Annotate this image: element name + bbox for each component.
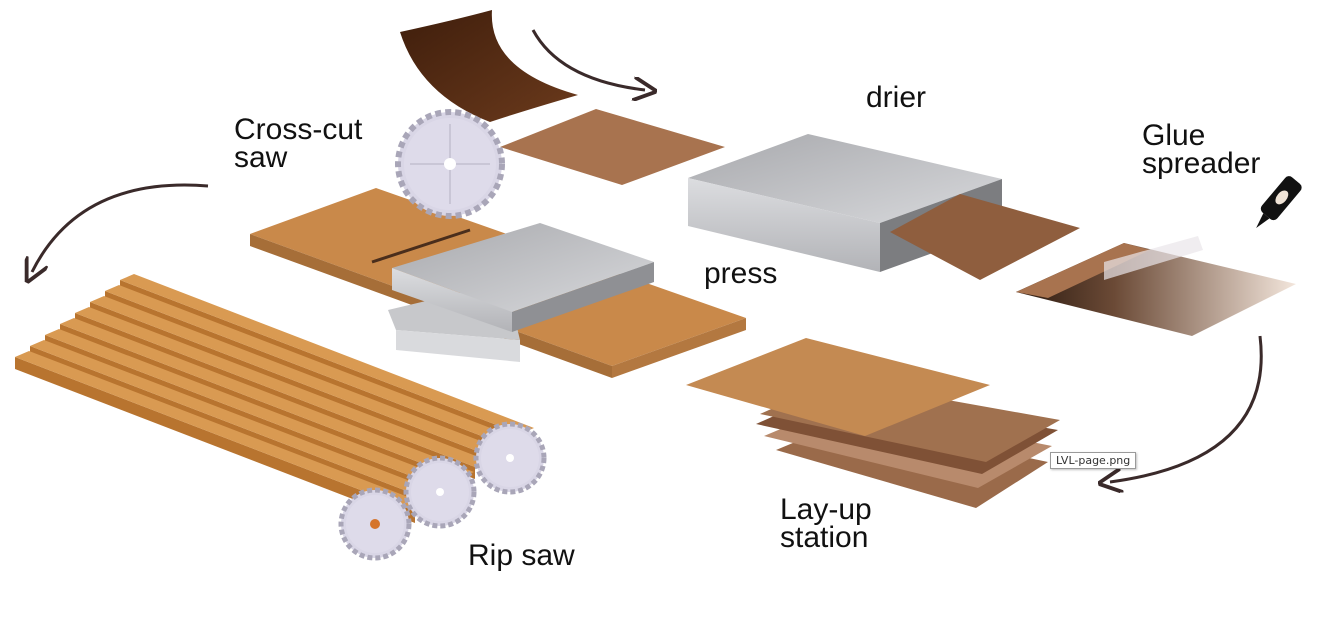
rip-sawn-strips bbox=[15, 274, 534, 523]
press bbox=[388, 223, 654, 362]
label-press: press bbox=[704, 257, 778, 290]
wood-strip bbox=[15, 351, 429, 523]
veneer-sheet bbox=[500, 109, 725, 185]
flow-arrow-icon bbox=[1110, 335, 1263, 482]
saw-blade-icon bbox=[338, 487, 412, 561]
label-lay-up-station: Lay-up station bbox=[780, 493, 872, 554]
glue-bottle-icon bbox=[1256, 176, 1302, 229]
drier bbox=[688, 134, 1080, 280]
saw-blade-icon bbox=[403, 455, 477, 529]
label-glue-spreader: Glue spreader bbox=[1142, 119, 1261, 180]
flow-arrow-icon bbox=[32, 183, 209, 272]
flow-arrow-icon bbox=[531, 29, 645, 90]
saw-blade-icon bbox=[473, 421, 547, 495]
lay-up-stack bbox=[686, 338, 1060, 508]
saw-blade-icon bbox=[395, 109, 505, 219]
veneer-roll bbox=[400, 10, 578, 122]
label-cross-cut-saw: Cross-cut saw bbox=[234, 113, 363, 174]
glue-spreader bbox=[1016, 236, 1296, 336]
label-drier: drier bbox=[866, 81, 927, 114]
filename-tooltip: LVL-page.png bbox=[1050, 452, 1137, 469]
label-rip-saw: Rip saw bbox=[468, 539, 575, 572]
